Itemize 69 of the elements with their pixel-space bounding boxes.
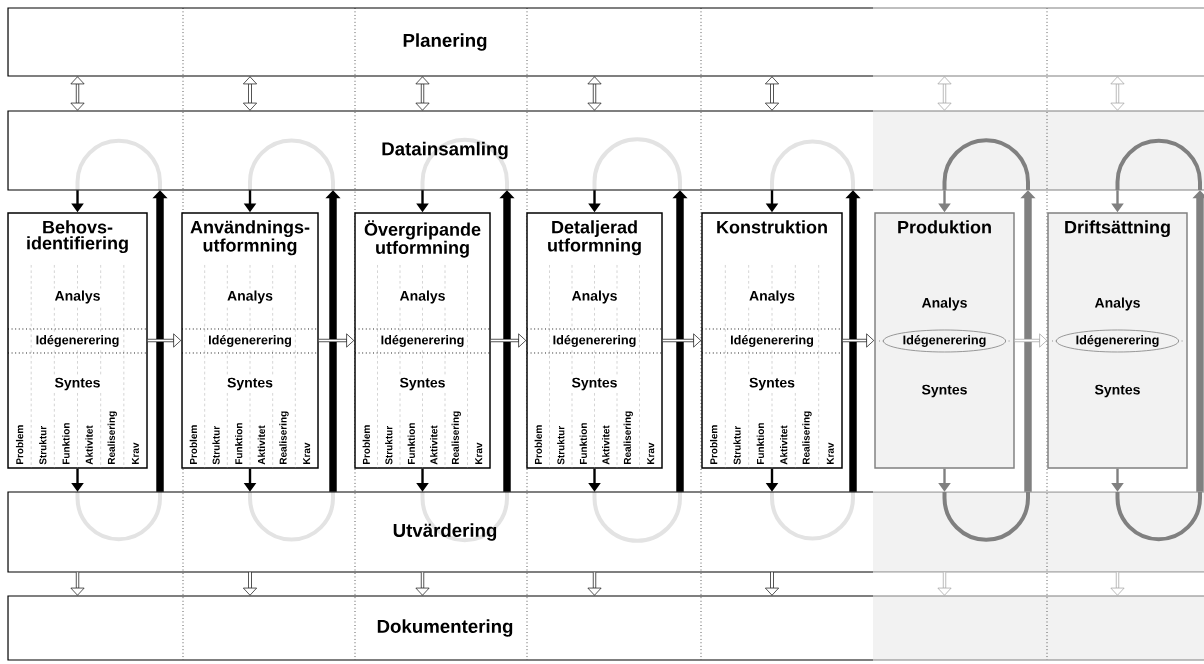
column-label: Realisering	[623, 411, 633, 465]
hollow-arrow	[1013, 333, 1048, 348]
column-label: Krav	[303, 442, 311, 465]
section-label: Syntes	[921, 384, 967, 398]
hollow-arrow	[317, 333, 355, 348]
column-label: Funktion	[756, 423, 764, 465]
hollow-arrow	[489, 333, 527, 348]
section-label: Idégenerering	[206, 333, 294, 349]
column-label: Aktivitet	[430, 425, 438, 465]
hollow-arrow	[243, 571, 257, 596]
hollow-arrow	[841, 333, 875, 348]
double-arrow	[587, 76, 602, 111]
column-label: Krav	[826, 442, 834, 465]
section-label: Idégenerering	[33, 333, 122, 349]
section-label: Analys	[1094, 297, 1140, 311]
column-label: Realisering	[279, 411, 289, 465]
section-label: Analys	[569, 288, 620, 306]
column-label: Krav	[475, 442, 483, 465]
double-arrow	[70, 76, 85, 111]
column-label: Problem	[534, 425, 542, 465]
double-arrow	[765, 76, 779, 111]
hollow-arrow	[1110, 571, 1125, 596]
hollow-arrow	[415, 571, 430, 596]
column-label: Struktur	[39, 426, 47, 465]
section-label: Idégenerering	[728, 333, 816, 349]
column-label: Struktur	[385, 426, 393, 465]
column-label: Aktivitet	[85, 425, 93, 465]
column-label: Aktivitet	[257, 425, 265, 465]
column-label: Funktion	[579, 423, 587, 465]
section-label: Syntes	[1094, 384, 1140, 398]
hollow-arrow	[661, 333, 702, 348]
hollow-arrow	[765, 571, 779, 596]
column-label: Funktion	[235, 423, 243, 465]
column-label: Struktur	[212, 426, 220, 465]
arrow	[1192, 190, 1204, 492]
section-label: Idégenerering	[378, 333, 467, 349]
column-label: Funktion	[407, 423, 415, 465]
column-label: Problem	[710, 425, 718, 465]
section-label: Analys	[921, 297, 967, 311]
section-label: Analys	[397, 288, 448, 306]
double-arrow	[415, 76, 430, 111]
column-label: Aktivitet	[602, 425, 610, 465]
section-label: Analys	[52, 288, 103, 306]
column-label: Realisering	[451, 411, 461, 465]
column-label: Problem	[362, 425, 370, 465]
double-arrow	[1110, 76, 1125, 111]
band-box: Datainsamling	[7, 110, 1204, 191]
hollow-arrow	[587, 571, 602, 596]
section-label: Analys	[747, 288, 797, 306]
column-label: Krav	[647, 442, 655, 465]
section-label: Idégenerering	[550, 333, 639, 349]
column-label: Problem	[189, 425, 197, 465]
column-label: Realisering	[107, 411, 117, 465]
column-label: Funktion	[62, 423, 70, 465]
double-arrow	[243, 76, 257, 111]
column-label: Aktivitet	[780, 425, 788, 465]
hollow-arrow	[937, 571, 952, 596]
double-arrow	[937, 76, 952, 111]
band-box: Planering	[7, 7, 1204, 77]
column-label: Problem	[15, 425, 24, 465]
hollow-arrow	[70, 571, 85, 596]
hollow-arrow	[146, 333, 182, 348]
column-label: Struktur	[557, 426, 565, 465]
section-label: Analys	[225, 288, 275, 306]
column-label: Realisering	[802, 411, 812, 465]
column-label: Krav	[131, 442, 139, 465]
band-box: Utvärdering	[7, 491, 1204, 573]
column-label: Struktur	[733, 426, 741, 465]
band-box: Dokumentering	[7, 595, 1204, 661]
